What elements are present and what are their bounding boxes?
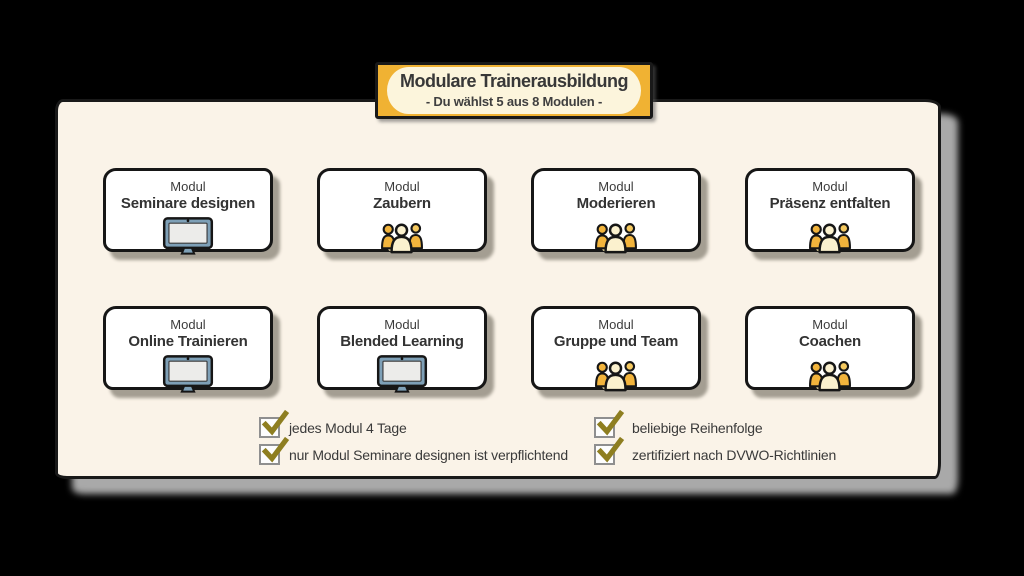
people-group-icon <box>595 361 637 392</box>
check-label: beliebige Reihenfolge <box>632 419 763 436</box>
title-banner: Modulare Trainerausbildung - Du wählst 5… <box>375 62 653 119</box>
module-title: Online Trainieren <box>128 332 248 350</box>
monitor-icon <box>162 217 214 255</box>
module-title: Coachen <box>799 332 861 350</box>
checkbox-checked-icon <box>594 436 625 465</box>
monitor-icon <box>376 355 428 393</box>
module-grid: Modul Seminare designen Modul Zaubern Mo… <box>103 168 915 393</box>
module-card-gruppe-und-team: Modul Gruppe und Team <box>531 306 701 392</box>
module-card-zaubern: Modul Zaubern <box>317 168 487 254</box>
module-card-online-trainieren: Modul Online Trainieren <box>103 306 273 393</box>
module-label: Modul <box>170 179 206 194</box>
page-subtitle: - Du wählst 5 aus 8 Modulen - <box>425 93 603 109</box>
checkbox-checked-icon <box>259 409 290 438</box>
module-label: Modul <box>598 179 634 194</box>
title-banner-inner <box>387 67 641 114</box>
module-title: Blended Learning <box>340 332 464 350</box>
checkbox-checked-icon <box>259 436 290 465</box>
module-label: Modul <box>384 317 420 332</box>
page-title: Modulare Trainerausbildung <box>399 71 629 91</box>
module-icon-slot <box>807 354 853 392</box>
module-icon-slot <box>161 354 215 394</box>
module-title: Zaubern <box>373 194 431 212</box>
module-card-praesenz-entfalten: Modul Präsenz entfalten <box>745 168 915 254</box>
module-icon-slot <box>161 216 215 256</box>
module-title: Seminare designen <box>120 194 256 212</box>
people-group-icon <box>595 223 637 254</box>
module-icon-slot <box>593 354 639 392</box>
module-icon-slot <box>593 216 639 254</box>
module-label: Modul <box>170 317 206 332</box>
module-icon-slot <box>807 216 853 254</box>
module-label: Modul <box>384 179 420 194</box>
module-label: Modul <box>598 317 634 332</box>
module-label: Modul <box>812 179 848 194</box>
people-group-icon <box>809 361 851 392</box>
check-item-certified: zertifiziert nach DVWO-Richtlinien <box>594 436 837 465</box>
checkbox-checked-icon <box>594 409 625 438</box>
title-banner-text: Modulare Trainerausbildung - Du wählst 5… <box>378 65 650 109</box>
module-title: Moderieren <box>576 194 656 212</box>
module-icon-slot <box>375 354 429 394</box>
people-group-icon <box>809 223 851 254</box>
check-label: nur Modul Seminare designen ist verpflic… <box>289 446 568 463</box>
monitor-icon <box>162 355 214 393</box>
check-label: zertifiziert nach DVWO-Richtlinien <box>632 446 837 463</box>
main-panel: Modul Seminare designen Modul Zaubern Mo… <box>55 99 941 479</box>
module-icon-slot <box>379 216 425 254</box>
check-item-duration: jedes Modul 4 Tage <box>259 409 407 438</box>
module-title: Präsenz entfalten <box>769 194 891 212</box>
people-group-icon <box>381 223 423 254</box>
check-item-mandatory: nur Modul Seminare designen ist verpflic… <box>259 436 568 465</box>
check-label: jedes Modul 4 Tage <box>289 419 407 436</box>
module-card-moderieren: Modul Moderieren <box>531 168 701 254</box>
module-card-coachen: Modul Coachen <box>745 306 915 392</box>
module-card-seminare-designen: Modul Seminare designen <box>103 168 273 255</box>
check-item-order: beliebige Reihenfolge <box>594 409 763 438</box>
module-title: Gruppe und Team <box>553 332 679 350</box>
module-card-blended-learning: Modul Blended Learning <box>317 306 487 393</box>
module-label: Modul <box>812 317 848 332</box>
